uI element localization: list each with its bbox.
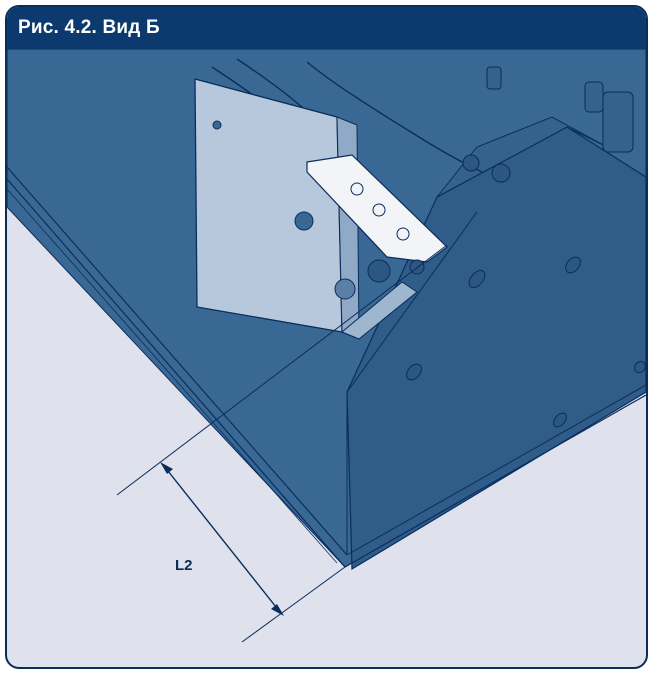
clamp-hole-icon [396, 227, 410, 241]
dimension-arrow-icon [160, 462, 173, 474]
leader-line [116, 244, 448, 496]
bracket-foot [341, 281, 418, 340]
figure-frame: Рис. 4.2. Вид Б [5, 5, 648, 669]
dimension-line [163, 465, 281, 613]
clamp-plate [306, 154, 448, 263]
bracket-hole-icon [212, 120, 222, 130]
tension-nut-icon [367, 259, 391, 283]
bracket-nut-icon [334, 278, 356, 300]
dimension-arrow-icon [271, 604, 284, 616]
bracket-hole-icon [294, 211, 314, 231]
figure-header: Рис. 4.2. Вид Б [7, 7, 646, 49]
technical-drawing: L2 [7, 49, 646, 643]
clamp-hole-icon [372, 203, 386, 217]
side-plate-holes [406, 154, 646, 428]
top-hardware [486, 66, 634, 153]
clamp-hole-icon [350, 182, 364, 196]
leader-line [241, 566, 346, 643]
mounting-bracket [194, 78, 343, 333]
dimension-label: L2 [175, 557, 193, 574]
figure-title: Рис. 4.2. Вид Б [18, 17, 160, 38]
